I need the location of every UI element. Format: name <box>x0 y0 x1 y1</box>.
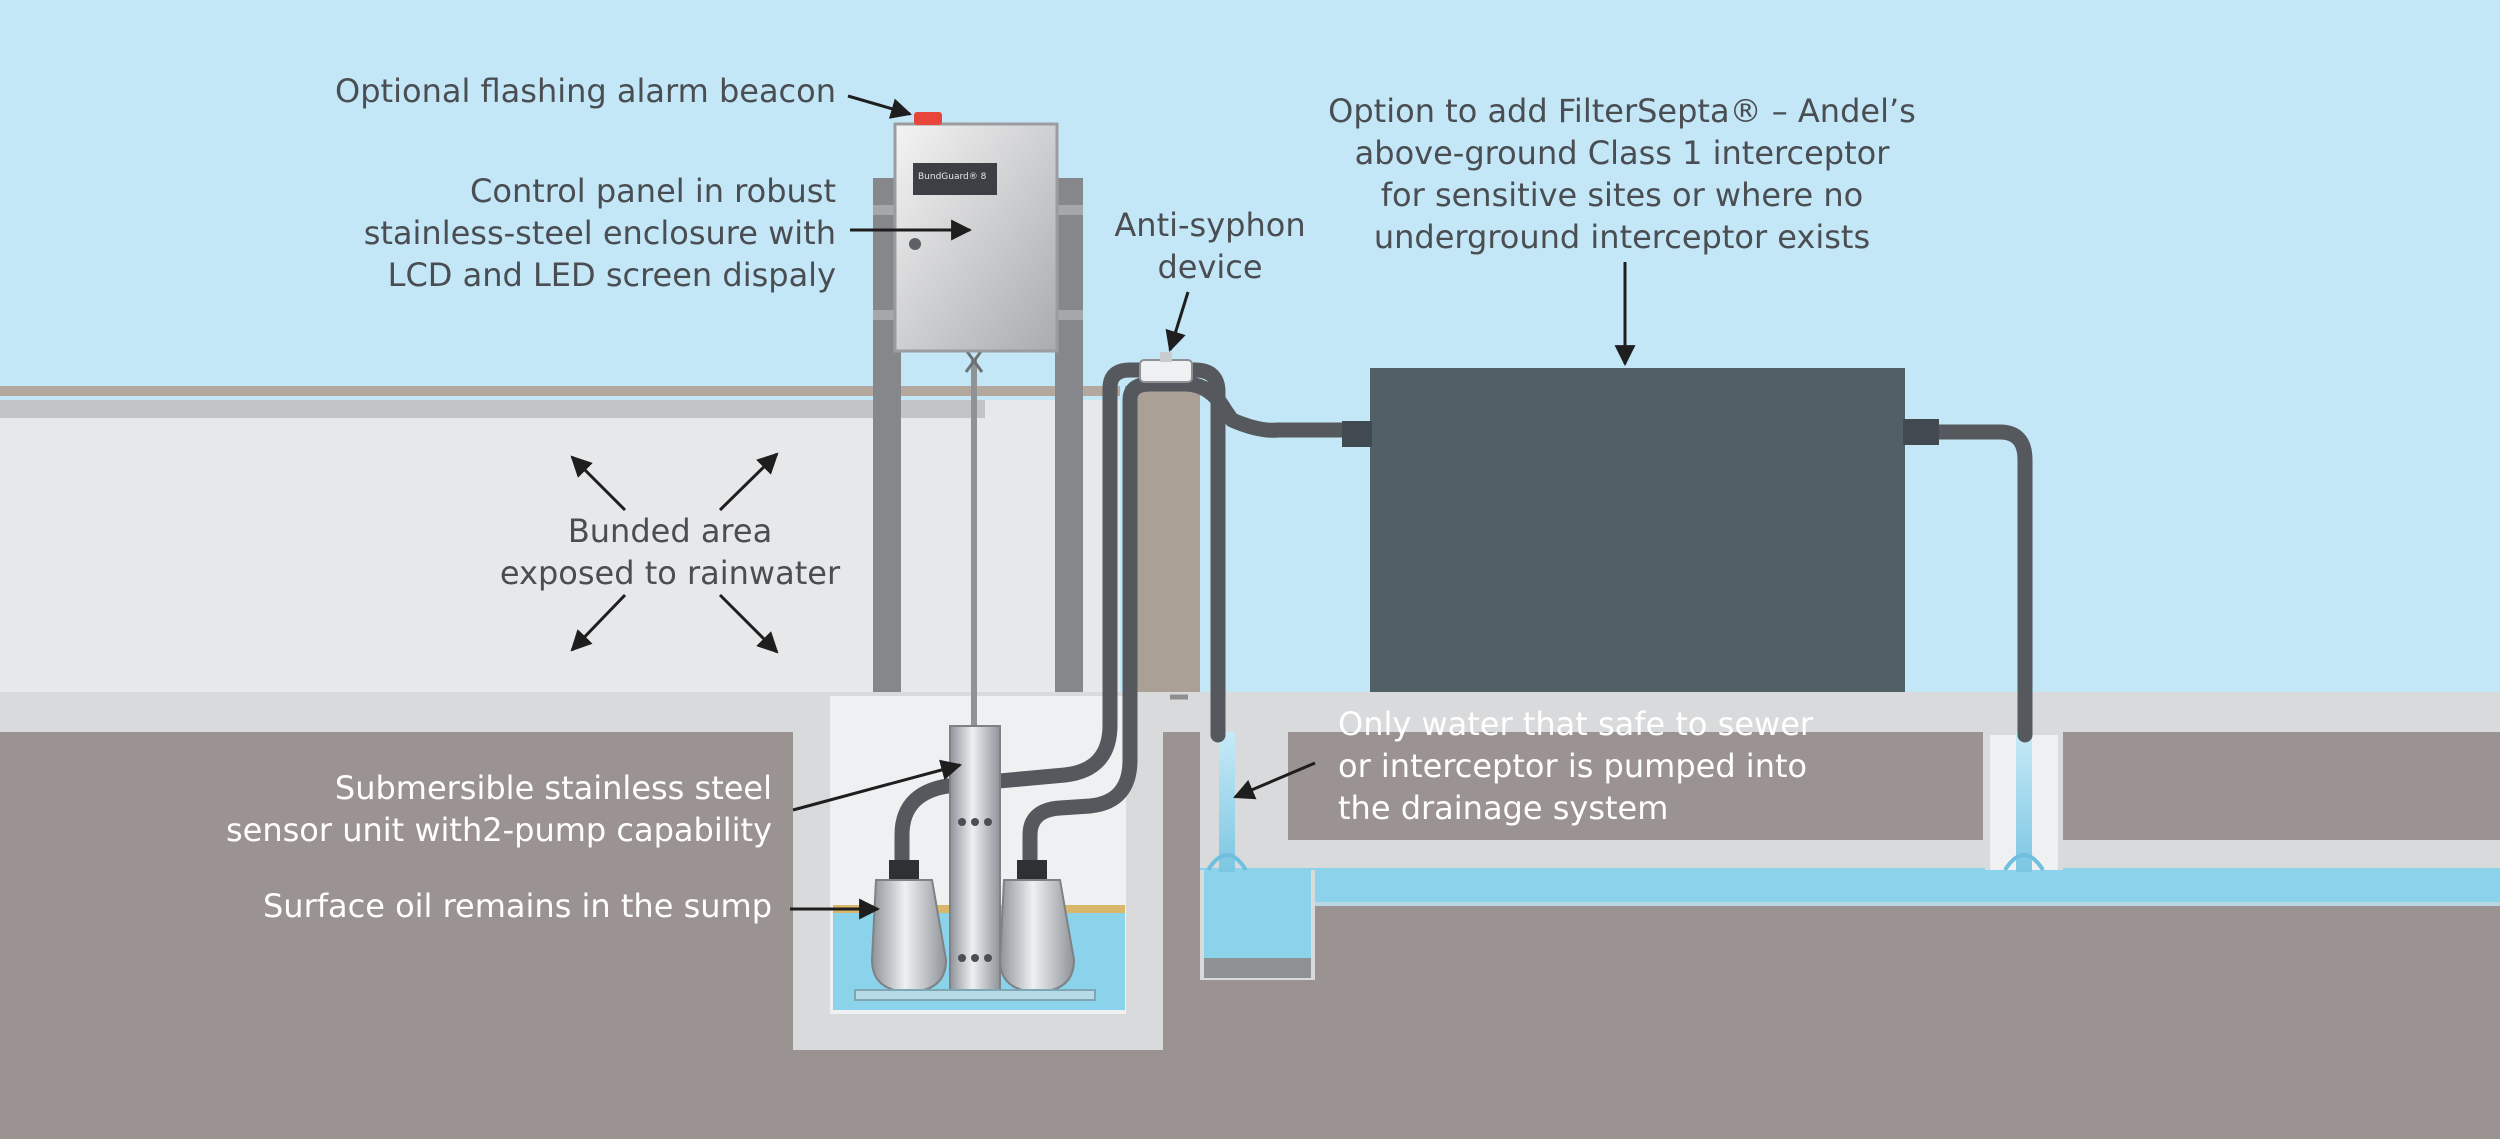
stand-leg-right <box>1055 178 1083 692</box>
drain-well-left-water <box>1204 870 1311 958</box>
arrow-bund-down-left <box>570 593 627 652</box>
panel-button <box>909 238 921 250</box>
label-anti-syphon: Anti-syphon device <box>1114 206 1306 286</box>
pump-right-cap <box>1017 860 1047 882</box>
label-beacon: Optional flashing alarm beacon <box>335 72 836 110</box>
label-water-sewer: Only water that safe to sewer or interce… <box>1338 705 1814 827</box>
pump-base <box>854 989 1096 1001</box>
water-fall-left <box>1219 732 1235 872</box>
interceptor-inlet <box>1342 421 1372 447</box>
drain-water <box>1200 868 2500 902</box>
panel-brand-label: BundGuard® 8 <box>918 172 987 182</box>
hose-right <box>1022 376 1353 868</box>
hose-outlet <box>1927 424 2033 743</box>
drain-bottom <box>1200 902 2500 906</box>
pump-left-cap <box>889 860 919 882</box>
lcd-screen <box>913 163 997 195</box>
bund-wall-rail <box>0 400 985 418</box>
alarm-beacon <box>914 112 942 125</box>
leader-arrows <box>570 94 1636 920</box>
interceptor-tank <box>1370 368 1905 692</box>
label-filtersepta: Option to add FilterSepta® – Andel’s abo… <box>1328 92 1916 256</box>
drain-block-2 <box>2063 732 2500 840</box>
label-surface-oil: Surface oil remains in the sump <box>262 887 772 925</box>
arrow-bund-down-right <box>718 593 779 654</box>
bund-wall-top <box>0 386 1120 396</box>
label-bunded-area: Bunded area exposed to rainwater <box>499 512 841 592</box>
arrow-bund-up-right <box>718 452 779 512</box>
control-panel <box>893 122 1059 353</box>
label-sensor-unit: Submersible stainless steel sensor unit … <box>225 769 772 849</box>
bund-area <box>0 400 1120 692</box>
label-control-panel: Control panel in robust stainless-steel … <box>363 172 836 294</box>
arrow-water-sewer <box>1233 761 1316 800</box>
water-fall-right <box>2016 732 2032 872</box>
drain-block-1 <box>1288 732 1983 840</box>
pump-right <box>998 879 1076 993</box>
arrow-bund-up-left <box>570 455 627 512</box>
hose-left <box>894 362 1226 868</box>
arrow-beacon <box>847 94 913 119</box>
anti-syphon-device <box>1139 359 1193 383</box>
arrow-sensor <box>792 759 963 812</box>
pump-left <box>870 879 948 993</box>
arrow-anti-syphon <box>1165 291 1190 353</box>
interceptor-outlet <box>1903 419 1939 445</box>
